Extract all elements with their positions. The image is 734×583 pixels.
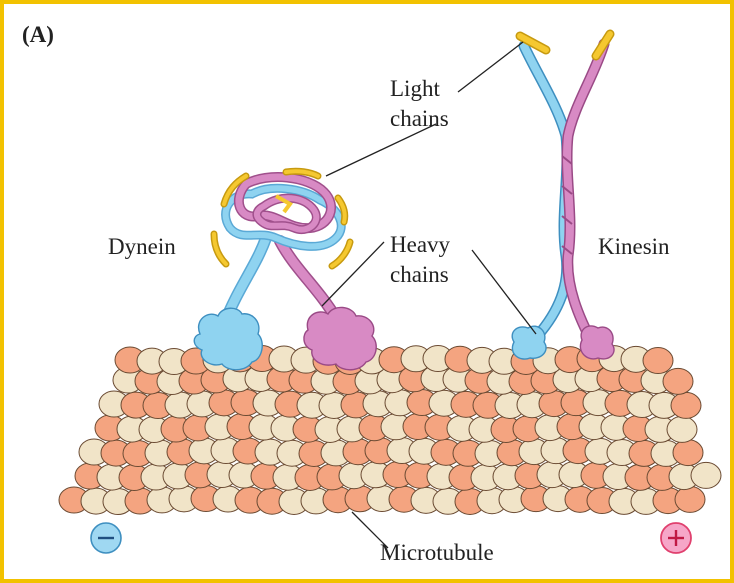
tubulin-subunit <box>691 462 721 488</box>
dynein-coiled-heavy-chains <box>226 177 342 246</box>
motor-proteins-diagram <box>18 16 722 573</box>
light-chains-leader-kinesin <box>458 42 523 92</box>
tubulin-subunit <box>667 416 697 442</box>
tubulin-subunit <box>675 486 705 512</box>
microtubule-label: Microtubule <box>380 540 494 566</box>
kinesin-label: Kinesin <box>598 234 670 260</box>
kinesin-pink-head <box>580 326 614 359</box>
light-chains-label-line2: chains <box>390 106 449 132</box>
heavy-chains-label-line1: Heavy <box>390 232 450 258</box>
kinesin <box>512 34 614 359</box>
heavy-chains-leader-dynein <box>322 242 384 306</box>
tubulin-subunit <box>673 440 703 466</box>
heavy-chains-label-line2: chains <box>390 262 449 288</box>
figure-panel: (A) Light chains Dynein Heavy chains Kin… <box>18 16 722 573</box>
plus-end-symbol <box>661 523 691 553</box>
dynein-blue-head <box>194 308 262 370</box>
light-chains-label-line1: Light <box>390 76 440 102</box>
heavy-chains-leader-kinesin <box>472 250 536 334</box>
panel-label: (A) <box>22 22 54 48</box>
tubulin-subunit <box>671 392 701 418</box>
kinesin-blue-head <box>512 326 546 359</box>
microtubule <box>59 346 721 515</box>
kinesin-light-chains <box>520 34 610 56</box>
tubulin-subunit <box>643 348 673 374</box>
dynein <box>194 171 376 370</box>
dynein-label: Dynein <box>108 234 176 260</box>
tubulin-subunit <box>663 368 693 394</box>
minus-end-symbol <box>91 523 121 553</box>
dynein-pink-head <box>304 307 376 369</box>
dynein-pink-stalk-fill <box>280 241 336 318</box>
